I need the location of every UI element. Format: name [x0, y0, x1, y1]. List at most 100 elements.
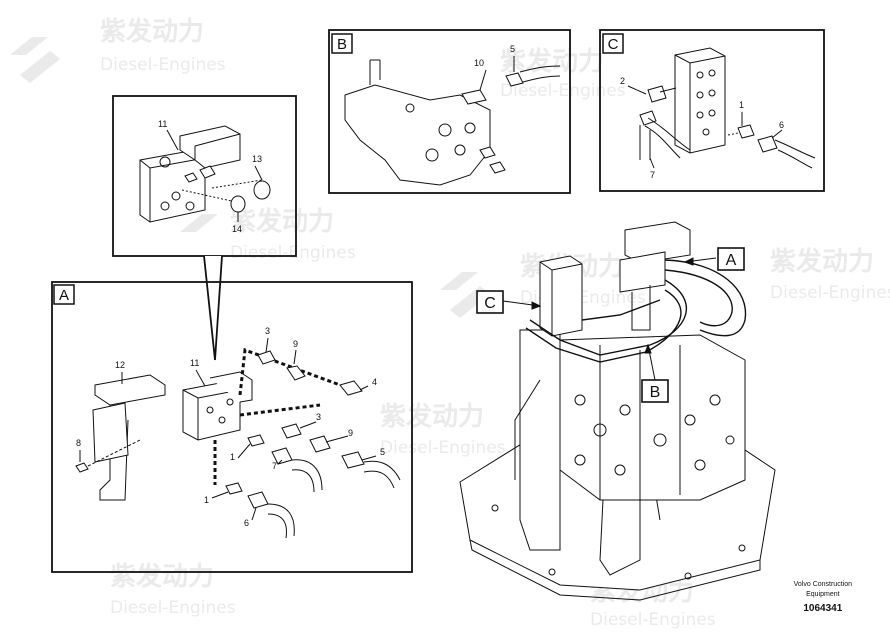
- main-tag-c-box: [476, 290, 504, 314]
- watermark-3: 紫发动力 Diesel-Engines: [180, 206, 356, 263]
- callout-11: 11: [190, 358, 199, 368]
- valve-port: [702, 128, 710, 136]
- view-c-frame: [599, 29, 825, 192]
- assembly-line: [181, 189, 237, 203]
- valve-section-line: [599, 345, 681, 500]
- routing-line: [239, 403, 321, 417]
- leader: [359, 385, 369, 391]
- main-tag-c: C: [476, 290, 504, 314]
- callout-1: 1: [230, 452, 235, 462]
- view-c-panel: [599, 29, 825, 192]
- callout-6: 6: [779, 120, 784, 130]
- callout-11: 11: [158, 119, 167, 129]
- footer-caption-line1: Volvo Construction: [793, 581, 852, 588]
- leader: [195, 369, 206, 387]
- footer-caption-line2: Equipment: [806, 591, 840, 598]
- callout-6: 6: [244, 518, 249, 528]
- leader: [237, 443, 251, 459]
- watermark-text-cn: 紫发动力: [770, 246, 874, 277]
- valve-block-edge: [182, 389, 241, 440]
- callout-7: 7: [272, 461, 277, 471]
- bracket: [94, 374, 166, 406]
- fitting-1: [737, 124, 755, 139]
- bolt-hole: [684, 572, 692, 580]
- view-a-callouts: 12 11 8 3 9 4 3 9 5 1 7 1 6: [76, 326, 385, 528]
- hose-7: [291, 459, 323, 491]
- valve-port: [725, 435, 735, 445]
- leader: [325, 435, 349, 443]
- bolt-hole: [738, 544, 746, 552]
- main-tag-b: B: [641, 379, 669, 403]
- watermark-text-en: Diesel-Engines: [590, 610, 716, 629]
- valve-port: [653, 433, 667, 447]
- fitting-10: [461, 89, 487, 105]
- watermark-text-en: Diesel-Engines: [500, 81, 626, 101]
- view-b-callouts: 10 5: [474, 44, 515, 68]
- hose-6: [774, 139, 816, 159]
- watermark-text-cn: 紫发动力: [380, 401, 484, 432]
- drawing-footer: Volvo Construction Equipment 1064341: [794, 580, 852, 614]
- watermark-layer: 紫发动力 Diesel-Engines 紫发动力 Diesel-Engines …: [10, 16, 890, 630]
- leader: [479, 69, 487, 91]
- hose-6: [777, 149, 813, 169]
- valve-bank: [539, 255, 583, 337]
- valve-port: [696, 111, 704, 119]
- valve-block: [619, 251, 666, 293]
- view-c-tag-box: [602, 33, 624, 54]
- view-a-panel: [51, 281, 413, 573]
- fitting-6: [757, 135, 778, 153]
- main-tag-a-box: [717, 247, 745, 271]
- fitting-9: [309, 435, 331, 453]
- view-a-tag: A: [53, 284, 75, 305]
- leader: [361, 455, 377, 461]
- main-tag-b-box: [641, 379, 669, 403]
- hose: [664, 269, 733, 327]
- pointer-a-arrowhead: [683, 257, 694, 266]
- main-tag-a-label: A: [726, 252, 737, 269]
- watermark-text-en: Diesel-Engines: [110, 598, 236, 618]
- view-b-frame: [328, 29, 571, 194]
- callout-4: 4: [372, 377, 377, 387]
- valve-port: [218, 416, 226, 424]
- main-tag-a: A: [717, 247, 745, 271]
- fitting-13: [184, 165, 216, 183]
- valve-stud: [369, 59, 381, 85]
- valve-port: [614, 464, 626, 476]
- hose-7: [644, 125, 681, 159]
- base-plate-edge: [469, 539, 761, 601]
- main-assembly: [459, 221, 776, 601]
- valve-port: [454, 144, 466, 156]
- valve-port: [226, 398, 234, 406]
- cap-13: [253, 180, 271, 200]
- solenoid: [624, 221, 691, 264]
- leader: [166, 129, 179, 151]
- fitting-4: [339, 380, 363, 396]
- valve-port: [696, 91, 704, 99]
- valve-port: [694, 459, 706, 471]
- hose-7: [647, 117, 691, 151]
- view-a-tag-box: [53, 284, 75, 305]
- callout-3: 3: [316, 412, 321, 422]
- valve-port: [619, 404, 631, 416]
- callout-5: 5: [380, 447, 385, 457]
- valve-port: [171, 191, 181, 201]
- assembly-line: [727, 132, 739, 136]
- watermark-text-cn: 紫发动力: [110, 561, 214, 592]
- valve-port: [160, 201, 170, 211]
- hose: [581, 299, 661, 321]
- view-c-label: C: [608, 36, 619, 53]
- valve-bank-edge: [539, 261, 583, 336]
- valve-port: [464, 122, 476, 134]
- hose: [664, 259, 747, 337]
- valve-port: [574, 454, 586, 466]
- callout-5: 5: [510, 44, 515, 54]
- valve-port: [593, 423, 607, 437]
- fitting-6: [247, 491, 269, 509]
- callout-3: 3: [265, 326, 270, 336]
- watermark-logo-icon: [440, 272, 490, 318]
- view-c-tag: C: [602, 33, 624, 54]
- valve-port: [696, 71, 704, 79]
- bolt-hole: [548, 568, 556, 576]
- callout-1: 1: [739, 100, 744, 110]
